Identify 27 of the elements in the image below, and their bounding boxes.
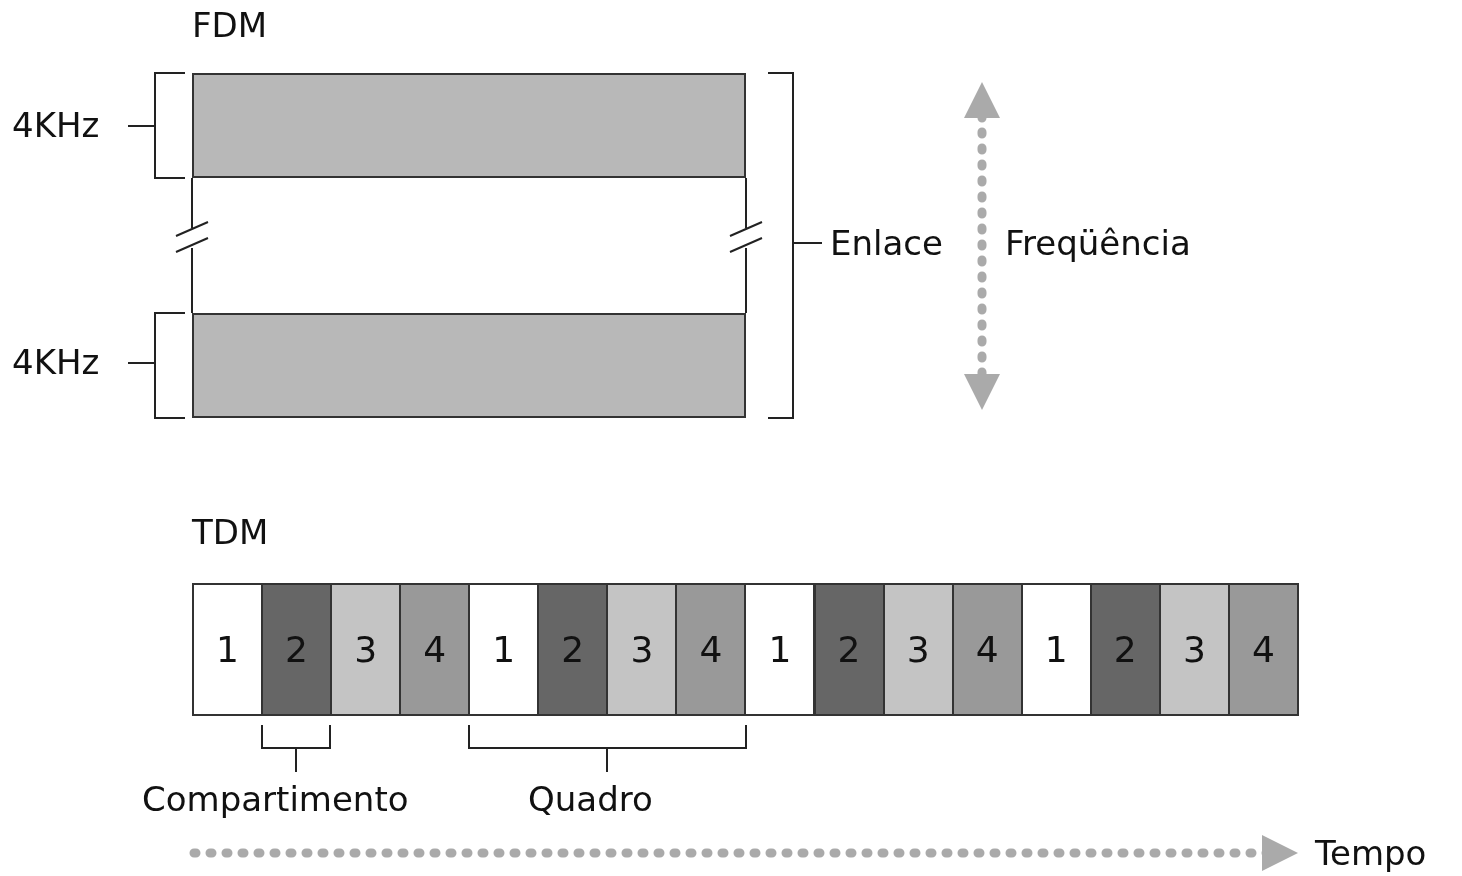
- time-slot: 1: [468, 583, 540, 716]
- frequency-band: [192, 73, 746, 178]
- section-heading: TDM: [192, 515, 269, 549]
- time-slot: 1: [1020, 583, 1092, 716]
- frequency-band: [192, 313, 746, 418]
- bandwidth-label: 4KHz: [12, 108, 100, 142]
- time-slot: 4: [1227, 583, 1299, 716]
- time-slot: 2: [1089, 583, 1161, 716]
- time-slot: 1: [192, 583, 263, 716]
- bandwidth-label: 4KHz: [12, 345, 100, 379]
- time-slot: 3: [1158, 583, 1230, 716]
- time-slot: 3: [882, 583, 954, 716]
- link-label: Enlace: [830, 226, 943, 260]
- time-slot: 2: [813, 583, 885, 716]
- time-slot: 1: [744, 583, 816, 716]
- section-heading: FDM: [192, 8, 268, 42]
- time-slot: 3: [606, 583, 678, 716]
- axis-label: Tempo: [1315, 836, 1427, 870]
- time-slot: 4: [399, 583, 471, 716]
- time-slot: 3: [330, 583, 402, 716]
- time-slot: 2: [537, 583, 609, 716]
- time-slot: 4: [951, 583, 1023, 716]
- frame-label: Quadro: [528, 782, 653, 816]
- slot-label: Compartimento: [142, 782, 409, 816]
- time-slot: 4: [675, 583, 747, 716]
- time-slot: 2: [261, 583, 333, 716]
- axis-label: Freqüência: [1005, 226, 1191, 260]
